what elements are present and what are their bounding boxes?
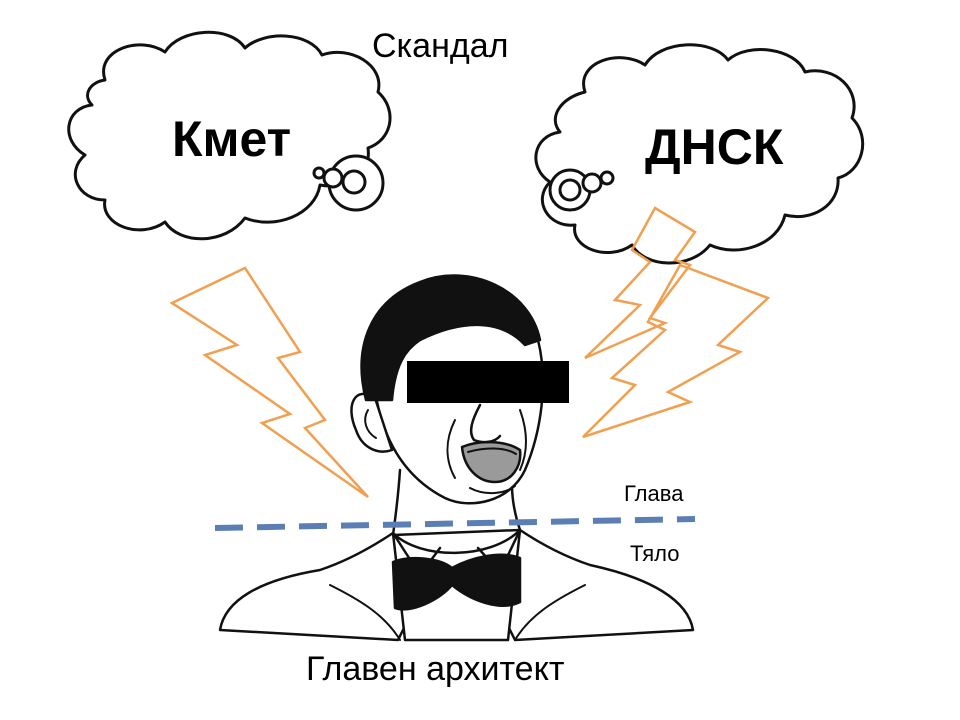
cloud-left-label: Кмет <box>172 111 292 167</box>
head-label: Глава <box>624 481 684 506</box>
head-body-divider <box>214 516 696 531</box>
lightning-bolts <box>169 206 771 499</box>
caption: Главен архитект <box>306 650 565 688</box>
thought-cloud-right <box>534 43 865 265</box>
lightning-left <box>169 266 369 499</box>
censor-bar <box>407 361 569 403</box>
lightning-right-lower <box>582 263 771 439</box>
lightning-right-upper <box>584 206 697 360</box>
bow-tie <box>391 553 522 611</box>
man-figure <box>218 274 695 642</box>
body-label: Тяло <box>630 541 680 566</box>
cloud-right-label: ДНСК <box>645 119 784 175</box>
thought-cloud-left <box>67 30 392 241</box>
slide-title: Скандал <box>372 27 509 65</box>
